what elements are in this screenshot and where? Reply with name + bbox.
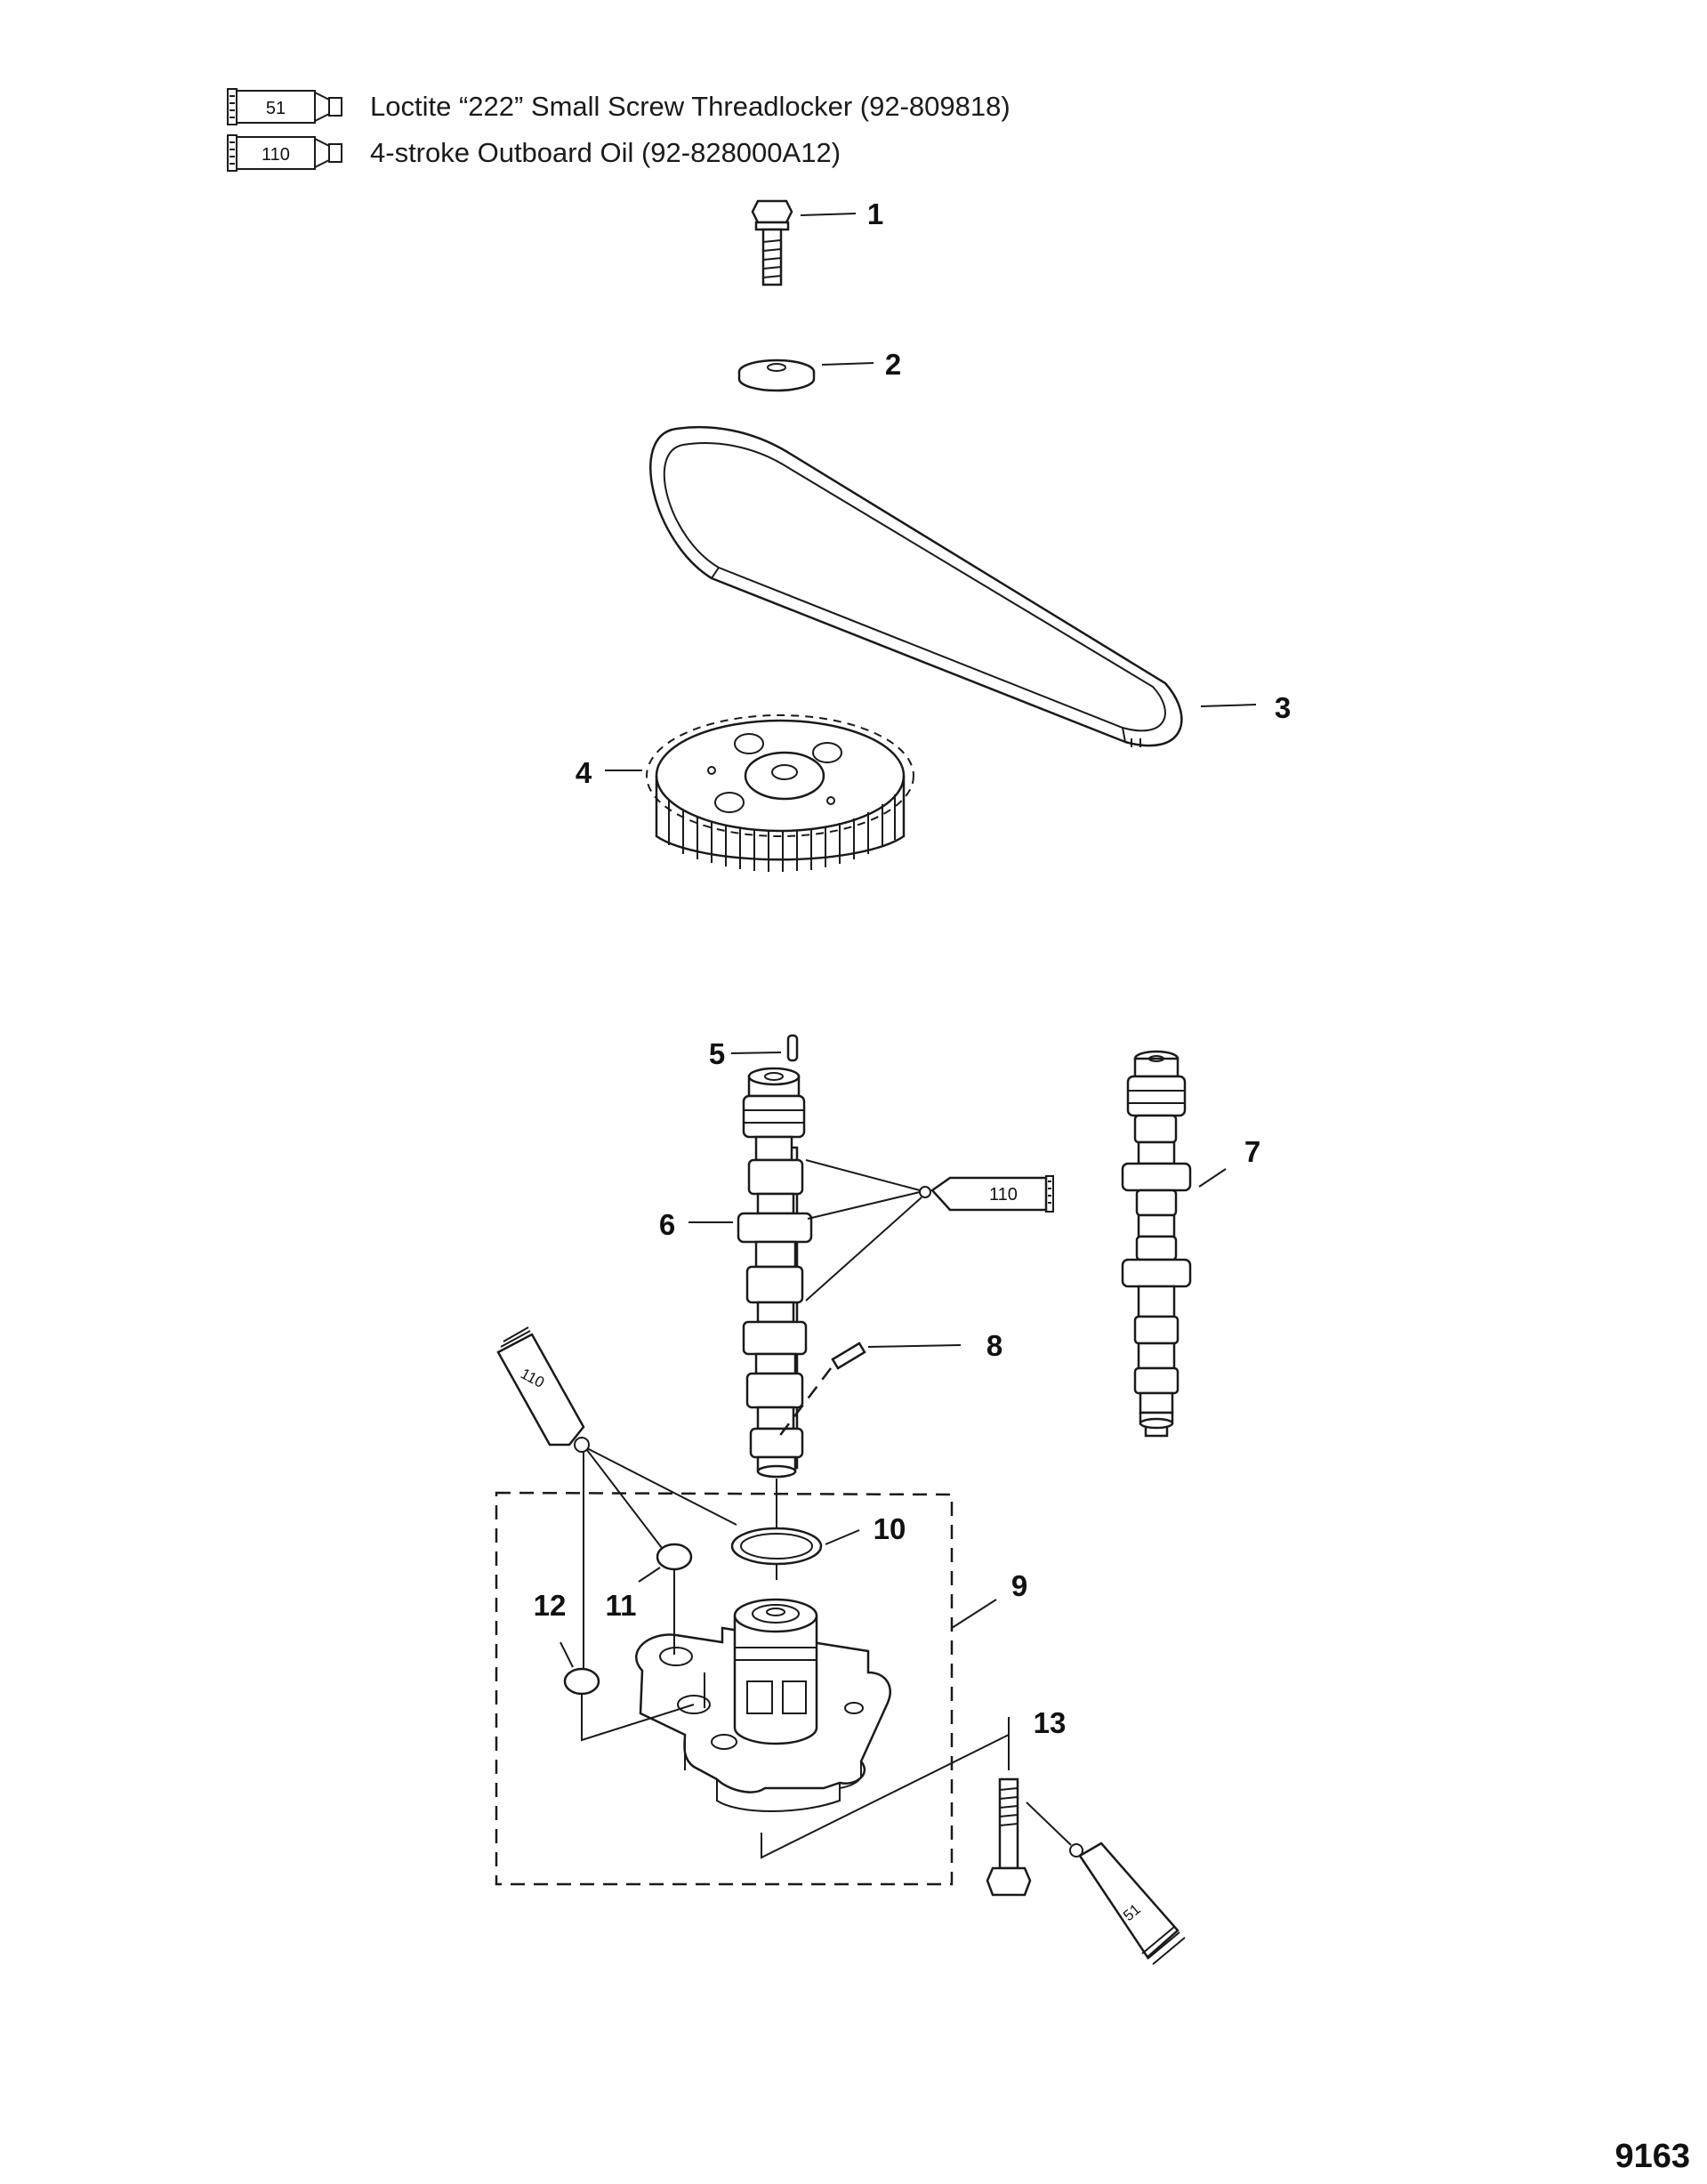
- cam-pulley-part: [646, 714, 914, 872]
- legend-row-threadlocker: 51 Loctite “222” Small Screw Threadlocke…: [227, 88, 1011, 125]
- oil-tube-pump-icon: 110: [496, 1326, 590, 1453]
- tube-51-icon: 51: [227, 88, 342, 125]
- oil-tube-camshaft-icon: 110: [919, 1175, 1054, 1213]
- pin-alignment-line: [775, 1367, 832, 1442]
- callout-10: 10: [874, 1512, 906, 1545]
- figure-number: 9163: [1614, 2138, 1690, 2175]
- o-ring-small-b-part: [563, 1667, 600, 1696]
- dowel-pin-part: [786, 1034, 799, 1062]
- camshaft-alt-part: [1121, 1050, 1192, 1438]
- oil-line-camshaft-2: [807, 1191, 921, 1220]
- callout-13: 13: [1034, 1706, 1067, 1739]
- o-ring-small-a-part: [656, 1543, 693, 1571]
- threadlocker-line: [1026, 1801, 1072, 1846]
- o-ring-alignment-b: [581, 1694, 695, 1742]
- leader-5: [730, 1052, 782, 1054]
- oil-pump-part: [635, 1598, 891, 1812]
- leader-8: [867, 1344, 962, 1348]
- oil-pump-assembly-box: [495, 1491, 954, 1886]
- camshaft-part: [737, 1067, 813, 1479]
- drive-pin-part: [831, 1342, 866, 1370]
- leader-11: [638, 1567, 661, 1583]
- leader-3: [1200, 704, 1257, 707]
- oil-line-camshaft-1: [805, 1159, 921, 1191]
- bolt-part: [751, 199, 793, 286]
- leader-1: [800, 213, 857, 216]
- legend-oil-text: 4-stroke Outboard Oil (92-828000A12): [370, 137, 841, 168]
- oil-line-camshaft-3: [805, 1197, 922, 1302]
- callout-7: 7: [1244, 1135, 1260, 1168]
- oil-tube-camshaft-label: 110: [989, 1185, 1018, 1205]
- callout-3: 3: [1275, 691, 1291, 724]
- callout-9: 9: [1011, 1569, 1027, 1602]
- callout-5: 5: [709, 1037, 725, 1070]
- callout-8: 8: [986, 1329, 1002, 1362]
- callout-12: 12: [534, 1589, 567, 1622]
- o-ring-large-part: [730, 1527, 823, 1566]
- washer-part: [737, 359, 816, 392]
- callout-1: 1: [867, 197, 883, 230]
- oil-line-pump-2: [586, 1449, 663, 1549]
- timing-belt-part: [649, 425, 1183, 747]
- leader-7: [1198, 1168, 1227, 1188]
- leader-2: [821, 362, 874, 366]
- leader-10: [825, 1529, 860, 1545]
- callout-2: 2: [885, 348, 901, 381]
- pump-bolt-part: [986, 1777, 1032, 1897]
- tube-51-label: 51: [266, 99, 286, 118]
- oil-line-pump-1: [586, 1447, 737, 1526]
- threadlocker-tube-bolt-icon: 51: [1069, 1841, 1186, 1965]
- callout-4: 4: [576, 756, 592, 789]
- callout-6: 6: [659, 1208, 675, 1241]
- legend-threadlocker-text: Loctite “222” Small Screw Threadlocker (…: [370, 91, 1011, 122]
- leader-9: [951, 1599, 997, 1629]
- tube-110-label: 110: [262, 145, 290, 165]
- bolt-alignment-line: [761, 1717, 1010, 1859]
- tube-110-icon: 110: [227, 134, 342, 172]
- callout-11: 11: [606, 1589, 637, 1622]
- leader-12: [560, 1641, 574, 1668]
- legend-row-oil: 110 4-stroke Outboard Oil (92-828000A12): [227, 134, 841, 172]
